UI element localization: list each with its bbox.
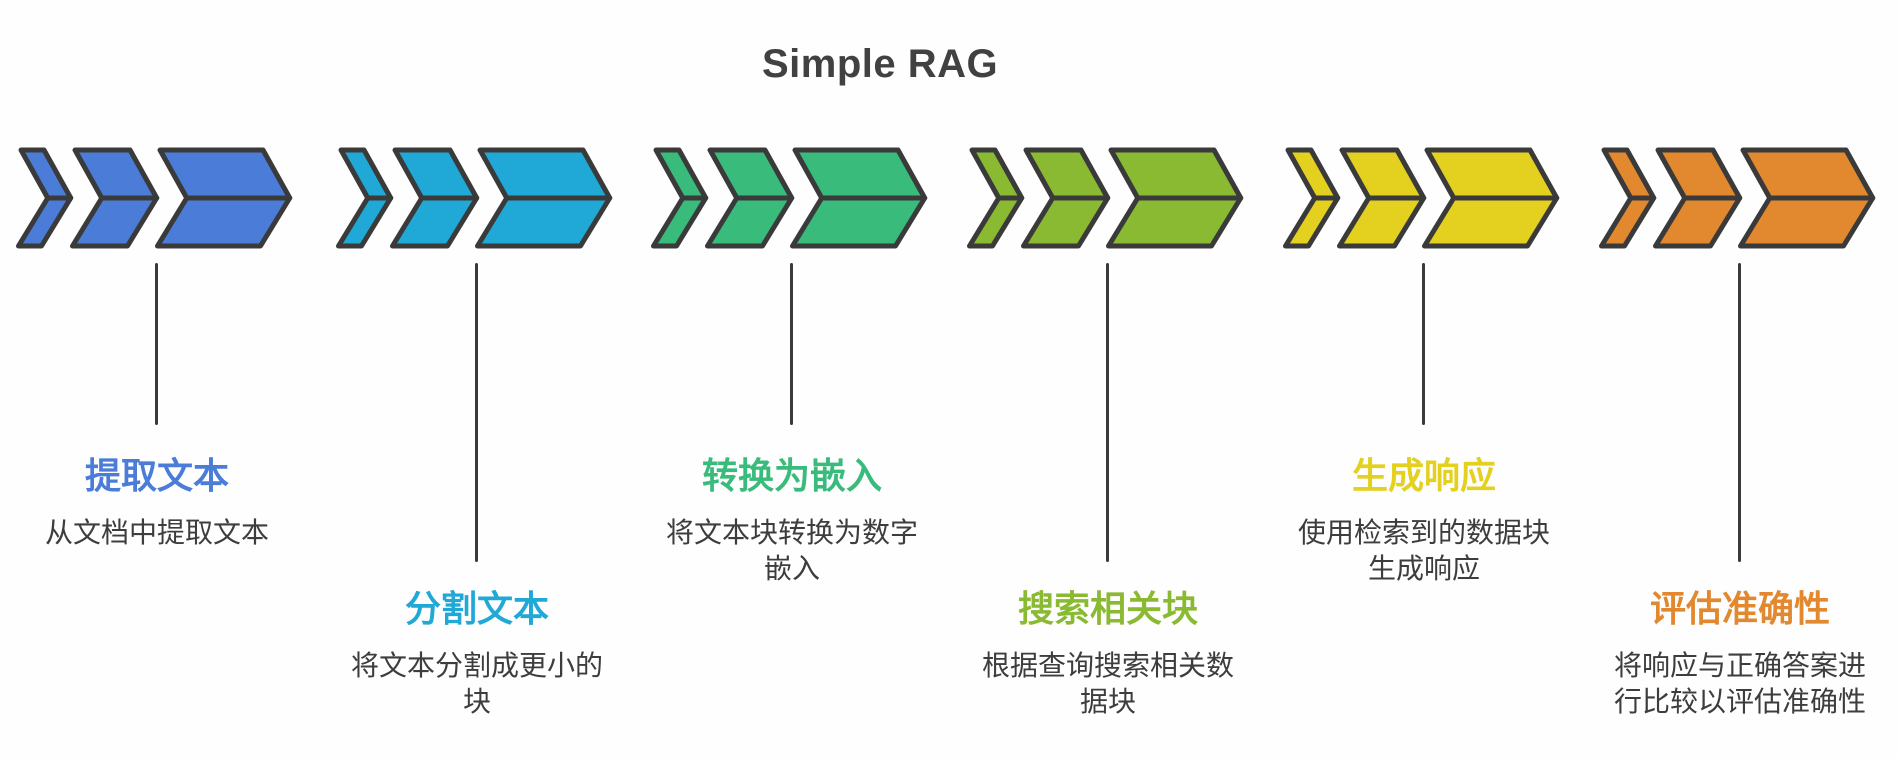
- connector-line: [790, 263, 793, 425]
- step-title: 分割文本: [404, 588, 549, 629]
- connector-line: [1422, 263, 1425, 425]
- chevron-flow-icon: [335, 147, 613, 249]
- step-title: 提取文本: [84, 455, 229, 496]
- chevron-flow-icon: [15, 147, 293, 249]
- step-split-text: 分割文本 将文本分割成更小的 块: [335, 147, 616, 750]
- step-convert-to-embeddings: 转换为嵌入 将文本块转换为数字 嵌入: [650, 147, 931, 750]
- step-title: 评估准确性: [1649, 588, 1830, 629]
- step-description: 将文本分割成更小的 块: [350, 650, 603, 717]
- connector-line: [475, 263, 478, 562]
- connector-line: [1738, 263, 1741, 562]
- step-evaluate-accuracy: 评估准确性 将响应与正确答案进 行比较以评估准确性: [1598, 147, 1879, 750]
- step-search-relevant-chunks: 搜索相关块 根据查询搜索相关数 据块: [966, 147, 1247, 750]
- step-description: 将文本块转换为数字 嵌入: [665, 517, 918, 584]
- chevron-flow-icon: [1598, 147, 1876, 249]
- page-title: Simple RAG: [762, 42, 999, 86]
- step-description: 将响应与正确答案进 行比较以评估准确性: [1613, 650, 1866, 717]
- step-extract-text: 提取文本 从文档中提取文本: [15, 147, 296, 750]
- chevron-flow-icon: [1282, 147, 1560, 249]
- step-title: 生成响应: [1351, 455, 1496, 496]
- step-generate-response: 生成响应 使用检索到的数据块 生成响应: [1282, 147, 1563, 750]
- chevron-flow-icon: [650, 147, 928, 249]
- step-title: 搜索相关块: [1017, 588, 1198, 629]
- chevron-flow-icon: [966, 147, 1244, 249]
- step-description: 使用检索到的数据块 生成响应: [1297, 517, 1550, 584]
- connector-line: [155, 263, 158, 425]
- step-title: 转换为嵌入: [701, 455, 882, 496]
- step-description: 根据查询搜索相关数 据块: [981, 650, 1234, 717]
- step-description: 从文档中提取文本: [44, 517, 269, 548]
- connector-line: [1106, 263, 1109, 562]
